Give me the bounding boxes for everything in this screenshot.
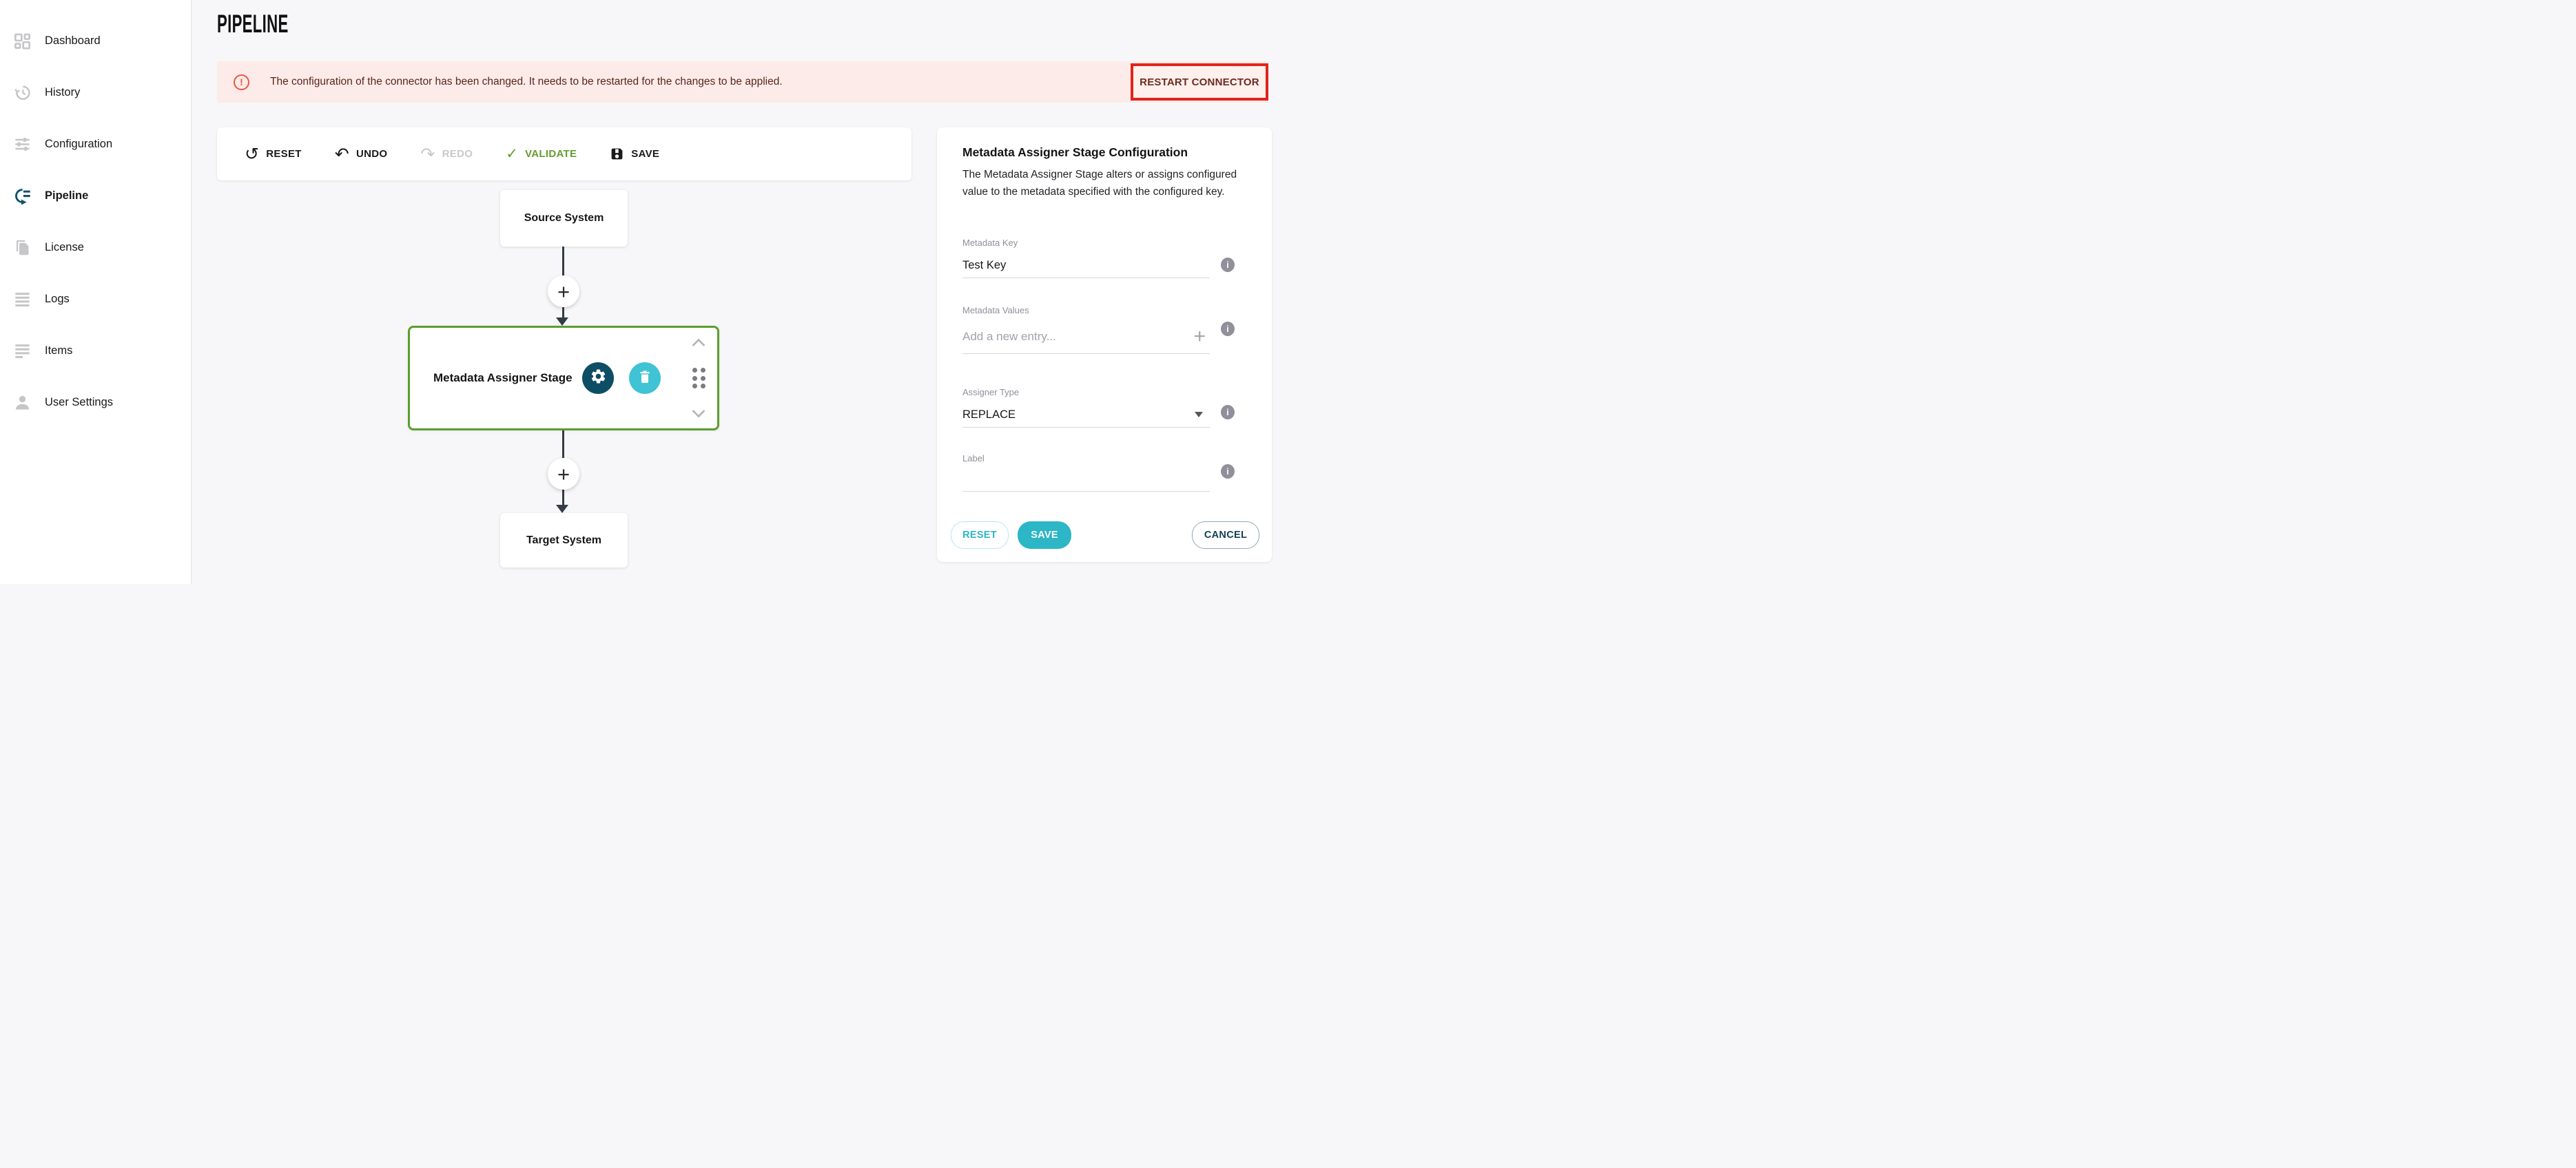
plus-icon: + bbox=[557, 461, 570, 486]
move-stage-up-button[interactable] bbox=[691, 338, 706, 347]
stage-settings-button[interactable] bbox=[582, 362, 614, 394]
metadata-values-input[interactable]: Add a new entry... + bbox=[962, 320, 1210, 354]
info-icon[interactable]: i bbox=[1221, 322, 1235, 336]
metadata-key-input[interactable]: Test Key bbox=[962, 253, 1210, 278]
assigner-type-select[interactable]: REPLACE bbox=[962, 402, 1210, 428]
assigner-type-value: REPLACE bbox=[962, 408, 1016, 421]
metadata-values-field: Metadata Values Add a new entry... + i bbox=[962, 305, 1235, 354]
tune-sliders-icon bbox=[13, 135, 32, 154]
logs-lines-icon bbox=[13, 290, 32, 309]
validate-button[interactable]: ✓ VALIDATE bbox=[506, 145, 577, 162]
metadata-values-placeholder: Add a new entry... bbox=[962, 330, 1056, 343]
stage-configuration-panel: Metadata Assigner Stage Configuration Th… bbox=[937, 127, 1272, 562]
sidebar-item-configuration[interactable]: Configuration bbox=[0, 118, 191, 170]
sidebar-item-label: Dashboard bbox=[45, 34, 101, 47]
assigner-type-field: Assigner Type REPLACE i bbox=[962, 387, 1235, 428]
sidebar-item-items[interactable]: Items bbox=[0, 325, 191, 377]
pipeline-cycle-icon bbox=[13, 187, 32, 205]
plus-icon: + bbox=[557, 279, 570, 304]
metadata-values-label: Metadata Values bbox=[962, 305, 1029, 315]
stage-label: Metadata Assigner Stage bbox=[433, 371, 573, 384]
sidebar-item-label: License bbox=[45, 241, 84, 253]
dashboard-grid-icon bbox=[13, 32, 32, 50]
stage-reorder-controls bbox=[690, 328, 708, 428]
sidebar-item-license[interactable]: License bbox=[0, 222, 191, 273]
label-field-label: Label bbox=[962, 453, 985, 463]
move-stage-down-button[interactable] bbox=[691, 409, 706, 418]
add-stage-before-button[interactable]: + bbox=[548, 275, 579, 307]
source-system-label: Source System bbox=[524, 212, 604, 224]
panel-cancel-button[interactable]: CANCEL bbox=[1192, 521, 1259, 549]
stage-delete-button[interactable] bbox=[629, 362, 661, 394]
gear-icon bbox=[590, 368, 607, 388]
assigner-type-label: Assigner Type bbox=[962, 387, 1020, 397]
sidebar-item-dashboard[interactable]: Dashboard bbox=[0, 15, 191, 67]
items-list-icon bbox=[13, 342, 32, 360]
info-icon[interactable]: i bbox=[1221, 405, 1235, 419]
pipeline-toolbar: ↺ RESET ↶ UNDO ↷ REDO ✓ VALIDATE SAVE bbox=[217, 127, 911, 180]
metadata-assigner-stage-node[interactable]: Metadata Assigner Stage bbox=[408, 326, 719, 430]
undo-button[interactable]: ↶ UNDO bbox=[334, 144, 388, 164]
redo-label: REDO bbox=[442, 148, 473, 160]
panel-actions: RESET SAVE CANCEL bbox=[951, 521, 1259, 549]
user-person-icon bbox=[13, 393, 32, 412]
drag-handle-icon[interactable] bbox=[692, 368, 705, 388]
save-floppy-icon bbox=[610, 147, 624, 161]
save-label: SAVE bbox=[631, 148, 660, 160]
sidebar: Dashboard History Configuration bbox=[0, 0, 192, 584]
metadata-key-value: Test Key bbox=[962, 258, 1007, 271]
panel-save-button[interactable]: SAVE bbox=[1018, 521, 1071, 549]
panel-reset-button[interactable]: RESET bbox=[951, 521, 1009, 549]
validate-label: VALIDATE bbox=[525, 148, 577, 160]
restart-connector-button[interactable]: RESTART CONNECTOR bbox=[1131, 63, 1268, 101]
source-system-node[interactable]: Source System bbox=[500, 190, 628, 247]
license-document-icon bbox=[13, 238, 32, 257]
reset-button[interactable]: ↺ RESET bbox=[245, 144, 302, 164]
sidebar-item-pipeline[interactable]: Pipeline bbox=[0, 170, 191, 222]
info-icon[interactable]: i bbox=[1221, 258, 1235, 272]
sidebar-item-label: Items bbox=[45, 344, 73, 357]
banner-message: The configuration of the connector has b… bbox=[270, 76, 783, 87]
sidebar-item-logs[interactable]: Logs bbox=[0, 273, 191, 325]
save-button[interactable]: SAVE bbox=[610, 147, 659, 161]
arrow-down-icon bbox=[556, 317, 568, 326]
panel-description: The Metadata Assigner Stage alters or as… bbox=[962, 169, 1237, 198]
sidebar-item-user-settings[interactable]: User Settings bbox=[0, 377, 191, 428]
main-content: PIPELINE ! The configuration of the conn… bbox=[192, 0, 1288, 584]
reset-label: RESET bbox=[266, 148, 302, 160]
target-system-label: Target System bbox=[526, 534, 602, 546]
chevron-down-icon bbox=[1195, 412, 1203, 417]
restart-warning-banner: ! The configuration of the connector has… bbox=[217, 61, 1268, 103]
page-title: PIPELINE bbox=[217, 10, 289, 38]
sidebar-item-label: Logs bbox=[45, 293, 70, 305]
history-clock-icon bbox=[13, 83, 32, 102]
redo-button[interactable]: ↷ REDO bbox=[420, 144, 473, 164]
trash-icon bbox=[637, 368, 653, 388]
panel-title: Metadata Assigner Stage Configuration bbox=[962, 145, 1188, 159]
sidebar-item-label: User Settings bbox=[45, 396, 114, 408]
sidebar-item-label: Pipeline bbox=[45, 189, 89, 202]
label-field: Label i bbox=[962, 453, 1235, 492]
sidebar-item-history[interactable]: History bbox=[0, 67, 191, 118]
label-input[interactable] bbox=[962, 468, 1210, 492]
metadata-key-label: Metadata Key bbox=[962, 238, 1018, 248]
undo-label: UNDO bbox=[356, 148, 388, 160]
arrow-down-icon bbox=[556, 505, 568, 513]
add-stage-after-button[interactable]: + bbox=[548, 458, 579, 490]
metadata-key-field: Metadata Key Test Key i bbox=[962, 238, 1235, 278]
sidebar-item-label: History bbox=[45, 86, 81, 98]
info-icon[interactable]: i bbox=[1221, 464, 1235, 479]
target-system-node[interactable]: Target System bbox=[500, 513, 628, 567]
alert-exclamation-icon: ! bbox=[234, 74, 249, 90]
sidebar-item-label: Configuration bbox=[45, 138, 113, 150]
